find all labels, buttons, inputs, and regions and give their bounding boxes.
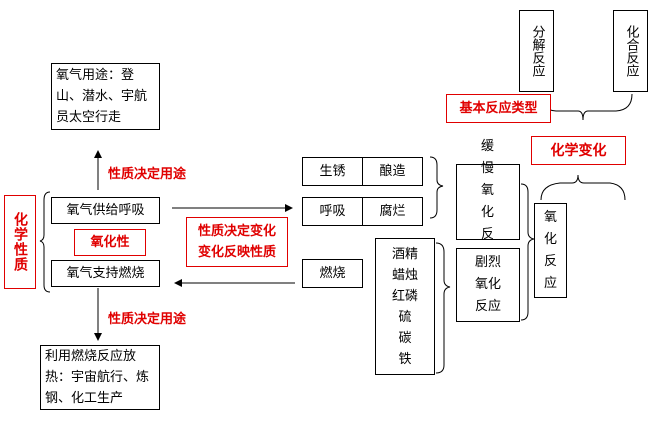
breath-box: 呼吸 (302, 197, 363, 226)
fast-ox-box: 剧烈氧化反应 (456, 248, 520, 322)
prop-change-box: 性质决定变化 变化反映性质 (186, 217, 288, 267)
fuel-item: 红磷 (391, 288, 418, 304)
rot-box: 腐烂 (362, 197, 423, 226)
brace-fast (435, 242, 451, 374)
fuel-item: 铁 (398, 351, 412, 367)
chem-prop-box: 化学性质 (4, 195, 36, 289)
support-burn-box: 氧气支持燃烧 (51, 260, 160, 287)
brace-chem-change (540, 174, 626, 201)
brace-chem-prop (39, 191, 51, 293)
slow-ox-box: 缓慢氧化反应 (456, 139, 520, 264)
combine-box: 化合反应 (613, 10, 648, 92)
brace-slow (429, 156, 444, 219)
fuels-box: 酒精 蜡烛 红磷 硫 碳 铁 (375, 238, 435, 375)
oxidizing-box: 氧化性 (74, 229, 146, 256)
fuel-item: 酒精 (391, 246, 418, 262)
basic-type-box: 基本反应类型 (446, 94, 551, 123)
brace-basic-type (539, 93, 633, 121)
burning-box: 燃烧 (302, 259, 363, 288)
rust-box: 生锈 (302, 157, 363, 186)
fuel-item: 蜡烛 (391, 267, 418, 283)
fuel-item: 硫 (398, 309, 412, 325)
brace-oxidation (520, 183, 535, 321)
label-prop-use-top: 性质决定用途 (108, 167, 187, 182)
decomp-box: 分解反应 (519, 10, 554, 92)
supply-breath-box: 氧气供给呼吸 (51, 197, 160, 224)
label-prop-use-bottom: 性质决定用途 (108, 312, 187, 327)
brewing-box: 酿造 (362, 157, 423, 186)
oxidation-box: 氧化反应 (534, 203, 567, 298)
prop-change-line-2: 变化反映性质 (197, 245, 276, 260)
oxygen-use-box: 氧气用途：登山、潜水、宇航员太空行走 (51, 63, 160, 130)
fuel-item: 碳 (398, 330, 412, 346)
burn-heat-box: 利用燃烧反应放热：宇宙航行、炼钢、化工生产 (40, 345, 160, 410)
prop-change-line-1: 性质决定变化 (197, 224, 276, 239)
chem-change-box: 化学变化 (531, 136, 626, 165)
